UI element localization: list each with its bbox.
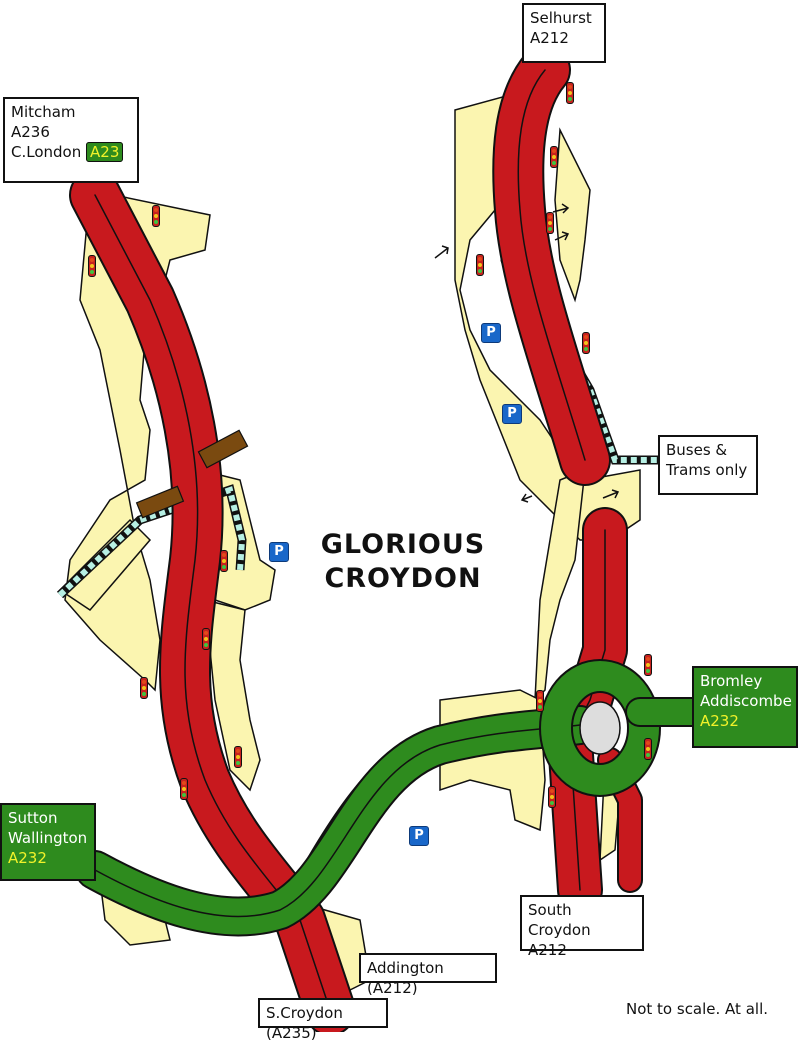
label-selhurst: Selhurst A212 xyxy=(522,3,606,63)
label-mitcham-line1: Mitcham xyxy=(11,103,76,121)
bridge xyxy=(135,429,249,519)
label-sutton: Sutton Wallington A232 xyxy=(0,803,96,881)
label-bromley: Bromley Addiscombe A232 xyxy=(692,666,798,748)
label-buses-trams: Buses & Trams only xyxy=(658,435,758,495)
label-mitcham-line2: A236 xyxy=(11,123,50,141)
title-line-1: GLORIOUS xyxy=(320,529,486,560)
title-line-2: CROYDON xyxy=(324,563,482,594)
label-mitcham-line3: C.London xyxy=(11,143,82,161)
label-bromley-road: A232 xyxy=(700,712,739,730)
label-buses-line1: Buses & xyxy=(666,441,728,459)
label-buses-line2: Trams only xyxy=(666,461,748,479)
traffic-light-icon xyxy=(88,255,96,277)
traffic-light-icon xyxy=(566,82,574,104)
traffic-light-icon xyxy=(536,690,544,712)
label-addington: Addington (A212) xyxy=(359,953,497,997)
label-addington-text: Addington (A212) xyxy=(367,959,444,997)
label-sutton-line2: Wallington xyxy=(8,829,88,847)
traffic-light-icon xyxy=(180,778,188,800)
traffic-light-icon xyxy=(202,628,210,650)
traffic-light-icon xyxy=(152,205,160,227)
scale-note: Not to scale. At all. xyxy=(626,1000,769,1018)
label-s-croydon-text: S.Croydon (A235) xyxy=(266,1004,343,1042)
label-mitcham: Mitcham A236 C.London A23 xyxy=(3,97,139,183)
parking-icon: P xyxy=(502,404,522,424)
traffic-light-icon xyxy=(220,550,228,572)
label-selhurst-line1: Selhurst xyxy=(530,9,592,27)
direction-arrow-icon xyxy=(434,203,620,503)
label-sutton-line1: Sutton xyxy=(8,809,58,827)
label-bromley-line1: Bromley xyxy=(700,672,763,690)
traffic-light-icon xyxy=(644,738,652,760)
traffic-light-icon xyxy=(546,212,554,234)
traffic-light-icon xyxy=(644,654,652,676)
map-title: GLORIOUS CROYDON xyxy=(318,528,488,596)
traffic-light-icon xyxy=(234,746,242,768)
parking-icon: P xyxy=(269,542,289,562)
traffic-light-icon xyxy=(476,254,484,276)
traffic-light-icon xyxy=(140,677,148,699)
label-selhurst-line2: A212 xyxy=(530,29,569,47)
traffic-light-icon xyxy=(582,332,590,354)
label-s-croydon: S.Croydon (A235) xyxy=(258,998,388,1042)
label-bromley-line2: Addiscombe xyxy=(700,692,792,710)
parking-icon: P xyxy=(481,323,501,343)
label-south-croydon: South Croydon A212 xyxy=(520,895,644,959)
label-south-croydon-line1: South Croydon xyxy=(528,901,591,939)
label-mitcham-road: A23 xyxy=(86,142,124,162)
traffic-light-icon xyxy=(550,146,558,168)
traffic-light-icon xyxy=(548,786,556,808)
label-sutton-road: A232 xyxy=(8,849,47,867)
parking-icon: P xyxy=(409,826,429,846)
label-south-croydon-line2: A212 xyxy=(528,941,567,959)
a232-road-green xyxy=(75,659,715,937)
